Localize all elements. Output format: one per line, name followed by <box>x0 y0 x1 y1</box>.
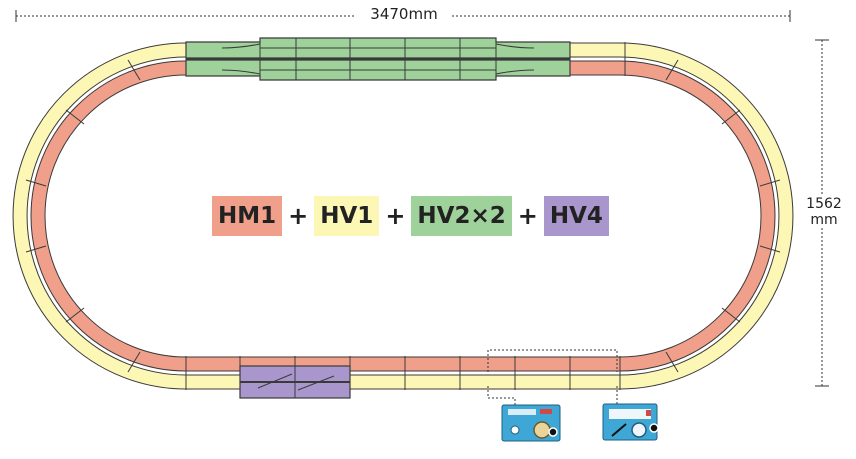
plus-sign: + <box>385 202 406 230</box>
width-dimension-line <box>15 10 791 22</box>
track-set-formula: HM1 + HV1 + HV2×2 + HV4 <box>212 196 609 236</box>
passing-siding-hv2 <box>185 37 571 81</box>
power-controller-icon <box>602 403 659 441</box>
plus-sign: + <box>517 202 538 230</box>
chip-hv1: HV1 <box>314 196 380 236</box>
power-controller-icon <box>501 404 561 442</box>
curve-joints <box>25 59 781 373</box>
chip-hv2: HV2×2 <box>411 196 512 236</box>
width-dimension-label: 3470mm <box>356 5 452 23</box>
height-value: 1562 <box>806 196 842 212</box>
crossover-hv4 <box>239 365 351 399</box>
plus-sign: + <box>288 202 309 230</box>
chip-hm1: HM1 <box>212 196 283 236</box>
height-dimension-label: 1562 mm <box>797 196 851 228</box>
height-unit: mm <box>810 212 838 228</box>
chip-hv4: HV4 <box>543 196 609 236</box>
feeder-wires <box>487 349 618 405</box>
